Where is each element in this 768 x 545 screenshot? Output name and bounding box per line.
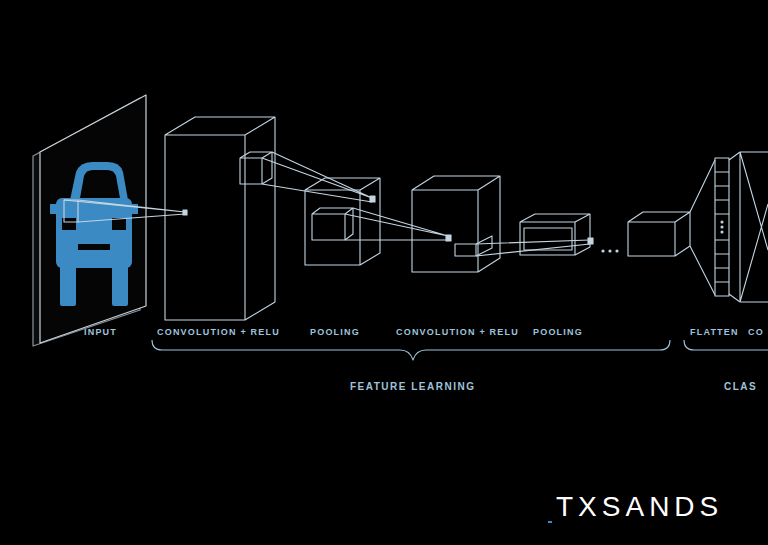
layer-label: POOLING [310, 327, 360, 338]
section-label: CLAS [724, 381, 757, 393]
layer-label: INPUT [84, 327, 117, 338]
layer-label: CONVOLUTION + RELU [396, 327, 519, 338]
group-brace [152, 340, 670, 360]
layer-label: POOLING [533, 327, 583, 338]
watermark: TXSANDS [556, 490, 723, 524]
kernel-box [240, 152, 272, 184]
feature-map-box [628, 212, 690, 256]
layer-label: CONVOLUTION + RELU [157, 327, 280, 338]
dense-layer [729, 152, 768, 302]
feature-map-box [305, 178, 380, 265]
input-panel-face [40, 95, 146, 343]
kernel-box [312, 208, 353, 240]
kernel-box [455, 236, 492, 256]
projection-lines [64, 200, 185, 222]
layer-label: FLATTEN [690, 327, 739, 338]
feature-map-box [412, 176, 500, 272]
layer-label: CO [748, 327, 764, 338]
kernel-window [64, 200, 78, 222]
group-brace [684, 340, 768, 350]
section-label: FEATURE LEARNING [350, 381, 475, 393]
feature-map-box [520, 214, 590, 255]
logo-accent [548, 521, 552, 523]
feature-map-box [165, 117, 275, 320]
flatten-vector [715, 158, 729, 296]
car-icon [50, 162, 138, 306]
ellipsis-dots [601, 249, 618, 252]
